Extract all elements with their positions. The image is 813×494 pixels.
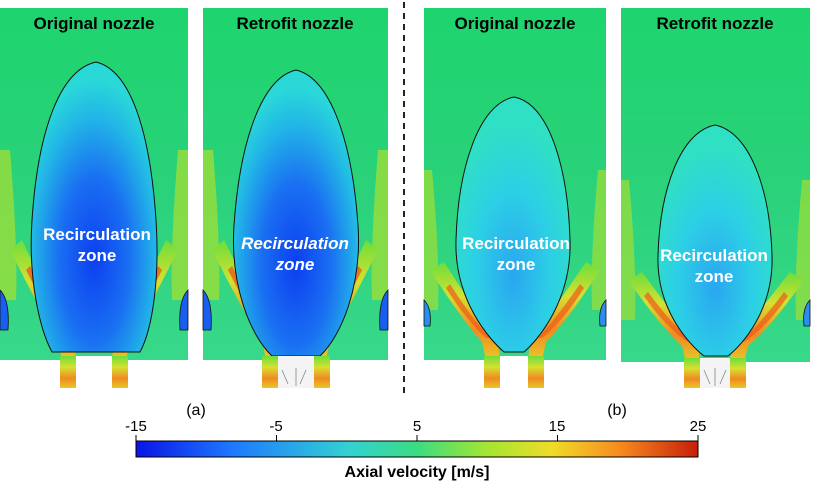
subfigure-label-b: (b) <box>607 402 627 419</box>
colorbar-tick-label: 25 <box>689 418 707 435</box>
panel-a-original <box>0 8 189 388</box>
zone-label-line1: Recirculation <box>462 234 570 253</box>
zone-label-line2: zone <box>77 246 117 265</box>
colorbar <box>135 440 699 458</box>
colorbar-tick-label: 15 <box>548 418 566 435</box>
recirculation-zone-label: Recirculation zone <box>462 233 570 275</box>
zone-label-line1: Recirculation <box>241 234 349 253</box>
colorbar-title: Axial velocity [m/s] <box>344 464 490 481</box>
panel-title: Original nozzle <box>454 14 576 33</box>
colorbar-tick-label: -15 <box>125 418 147 435</box>
colorbar-tick-label: -5 <box>269 418 283 435</box>
subfigure-label-a: (a) <box>186 402 206 419</box>
panel-title: Retrofit nozzle <box>236 14 354 33</box>
zone-label-line2: zone <box>496 255 536 274</box>
zone-label-line2: zone <box>694 267 734 286</box>
recirculation-zone-label: Recirculation zone <box>660 245 768 287</box>
panel-b-retrofit <box>621 8 811 388</box>
zone-label-line2: zone <box>275 255 315 274</box>
colorbar-ticks <box>135 435 699 441</box>
panel-title: Original nozzle <box>33 14 155 33</box>
colorbar-tick-label: 5 <box>412 418 422 435</box>
recirculation-zone-label: Recirculation zone <box>43 224 151 266</box>
zone-label-line1: Recirculation <box>43 225 151 244</box>
panel-b-original <box>423 8 607 388</box>
panel-a-retrofit <box>202 8 389 388</box>
recirculation-zone-label: Recirculation zone <box>241 233 349 275</box>
zone-label-line1: Recirculation <box>660 246 768 265</box>
panel-title: Retrofit nozzle <box>656 14 774 33</box>
